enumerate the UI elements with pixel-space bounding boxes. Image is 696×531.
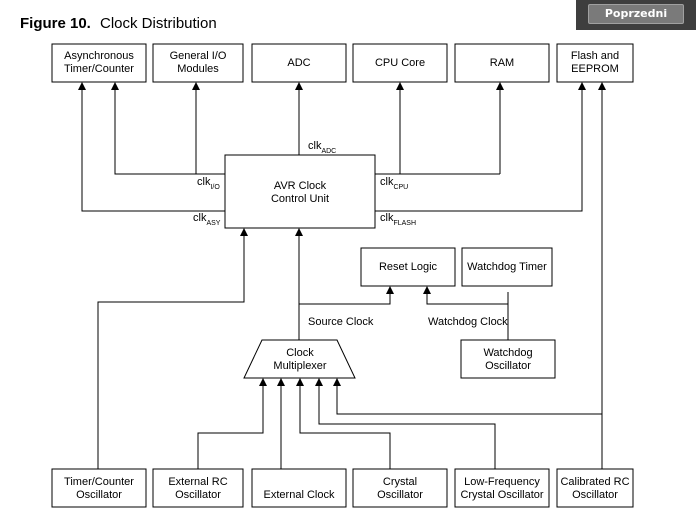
- async-timer-label-2: Timer/Counter: [64, 63, 134, 75]
- arrowheads: [78, 82, 606, 386]
- ram-box: RAM: [454, 43, 550, 83]
- control-unit-label-1: AVR Clock: [274, 180, 327, 192]
- watchdog-osc-label-1: Watchdog: [483, 347, 532, 359]
- reset-logic-label: Reset Logic: [379, 261, 438, 273]
- gpio-label-1: General I/O: [170, 50, 227, 62]
- clock-multiplexer: Clock Multiplexer: [243, 339, 356, 379]
- adc-box: ADC: [251, 43, 347, 83]
- gpio-modules-box: General I/O Modules: [152, 43, 244, 83]
- tc-osc-label-2: Oscillator: [76, 489, 122, 501]
- previous-button[interactable]: Poprzedni: [588, 4, 684, 24]
- tc-osc-label-1: Timer/Counter: [64, 476, 134, 488]
- cpu-core-box: CPU Core: [352, 43, 448, 83]
- clk-io-label: clkI/O: [197, 176, 220, 191]
- avr-clock-control-unit: AVR Clock Control Unit: [224, 154, 376, 229]
- ext-rc-label-2: Oscillator: [175, 489, 221, 501]
- external-clock-box: External Clock: [251, 468, 347, 508]
- external-clock-label: External Clock: [264, 489, 335, 501]
- ext-rc-oscillator-box: External RC Oscillator: [152, 468, 244, 508]
- figure-label: Figure 10.: [20, 15, 91, 32]
- async-timer-label-1: Asynchronous: [64, 50, 134, 62]
- flash-label-1: Flash and: [571, 50, 619, 62]
- clk-adc-label: clkADC: [308, 140, 336, 155]
- figure-caption: Clock Distribution: [100, 15, 217, 32]
- control-unit-label-2: Control Unit: [271, 193, 329, 205]
- reset-logic-box: Reset Logic: [360, 247, 456, 287]
- cal-rc-label-1: Calibrated RC: [560, 476, 629, 488]
- previous-button-bar: Poprzedni: [576, 0, 696, 30]
- tc-osc-line: [97, 234, 245, 469]
- adc-label: ADC: [287, 57, 310, 69]
- multiplexer-label-2: Multiplexer: [273, 360, 327, 372]
- watchdog-oscillator-box: Watchdog Oscillator: [460, 339, 556, 379]
- cal-rc-label-2: Oscillator: [572, 489, 618, 501]
- watchdog-clock-label: Watchdog Clock: [428, 316, 508, 328]
- mux-input-lines: [197, 88, 603, 469]
- ram-label: RAM: [490, 57, 514, 69]
- clock-distribution-lines: [81, 88, 583, 212]
- multiplexer-label-1: Clock: [286, 347, 314, 359]
- ext-rc-label-1: External RC: [168, 476, 227, 488]
- lf-crystal-label-1: Low-Frequency: [464, 476, 540, 488]
- lf-crystal-label-2: Crystal Oscillator: [460, 489, 543, 501]
- source-clock-lines: [298, 234, 509, 340]
- lf-crystal-oscillator-box: Low-Frequency Crystal Oscillator: [454, 468, 550, 508]
- async-timer-box: Asynchronous Timer/Counter: [51, 43, 147, 83]
- watchdog-osc-label-2: Oscillator: [485, 360, 531, 372]
- clk-asy-label: clkASY: [193, 212, 221, 227]
- clk-cpu-label: clkCPU: [380, 176, 408, 191]
- flash-label-2: EEPROM: [571, 63, 619, 75]
- clk-flash-label: clkFLASH: [380, 212, 416, 227]
- tc-oscillator-box: Timer/Counter Oscillator: [51, 468, 147, 508]
- crystal-label-1: Crystal: [383, 476, 417, 488]
- gpio-label-2: Modules: [177, 63, 219, 75]
- source-clock-label: Source Clock: [308, 316, 374, 328]
- crystal-oscillator-box: Crystal Oscillator: [352, 468, 448, 508]
- cpu-core-label: CPU Core: [375, 57, 425, 69]
- watchdog-timer-label: Watchdog Timer: [467, 261, 547, 273]
- calibrated-rc-oscillator-box: Calibrated RC Oscillator: [556, 468, 634, 508]
- watchdog-timer-box: Watchdog Timer: [461, 247, 553, 287]
- flash-eeprom-box: Flash and EEPROM: [556, 43, 634, 83]
- crystal-label-2: Oscillator: [377, 489, 423, 501]
